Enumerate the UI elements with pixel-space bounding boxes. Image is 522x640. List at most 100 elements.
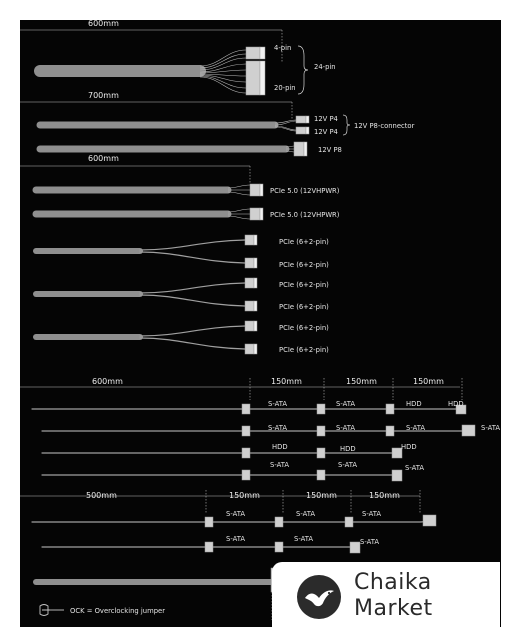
label-hdd: HDD (406, 400, 422, 408)
length-label: 600mm (88, 154, 119, 163)
connector-sata (274, 516, 284, 528)
brand-name-line2: Market (354, 596, 433, 621)
cable-wires (274, 119, 297, 132)
connector-12vhpwr (249, 207, 261, 221)
label-pcie62: PCIe (6+2-pin) (279, 261, 329, 269)
connector-sata (316, 469, 326, 481)
cable-split (139, 282, 246, 307)
cable-split (139, 325, 246, 350)
label-hdd: HDD (448, 400, 464, 408)
connector-sata (391, 469, 403, 482)
length-label: 150mm (271, 377, 302, 386)
label-4pin: 4-pin (274, 44, 291, 52)
label-sata: S-ATA (360, 538, 379, 546)
connector-face (253, 343, 258, 355)
connector-face (305, 126, 310, 135)
length-label: 150mm (346, 377, 377, 386)
label-20pin: 20-pin (274, 84, 296, 92)
label-sata: S-ATA (336, 424, 355, 432)
connector-face (305, 115, 310, 124)
length-label: 600mm (88, 20, 119, 28)
legend-ock: OCK = Overclocking jumper (39, 604, 165, 616)
label-pcie5: PCIe 5.0 (12VHPWR) (270, 211, 340, 219)
connector-sata (316, 403, 326, 415)
label-sata: S-ATA (296, 510, 315, 518)
label-pcie62: PCIe (6+2-pin) (279, 281, 329, 289)
jumper-icon (39, 604, 50, 616)
brace (297, 45, 309, 95)
label-pcie62: PCIe (6+2-pin) (279, 238, 329, 246)
label-p8: 12V P8 (318, 146, 342, 154)
legend-ock-label: OCK = Overclocking jumper (70, 607, 165, 615)
label-sata: S-ATA (268, 424, 287, 432)
connector-hdd (385, 403, 395, 415)
connector-sata (241, 403, 251, 415)
connector-face (259, 46, 266, 60)
label-sata: S-ATA (336, 400, 355, 408)
connector-sata (204, 541, 214, 553)
length-label: 150mm (369, 491, 400, 500)
connector-face (253, 300, 258, 312)
label-pcie62: PCIe (6+2-pin) (279, 346, 329, 354)
label-pcie62: PCIe (6+2-pin) (279, 303, 329, 311)
cable-split (139, 239, 246, 264)
connector-sata (241, 425, 251, 437)
connector-sata (274, 541, 284, 553)
brand-name-line1: Chaika (354, 570, 432, 595)
label-hdd: HDD (340, 445, 356, 453)
connector-pcie62 (244, 300, 255, 312)
connector-face (253, 320, 258, 332)
sata-group-2: 500mm 150mm 150mm 150mm S-ATA S-ATA S-AT… (20, 490, 437, 554)
label-sata: S-ATA (338, 461, 357, 469)
connector-face (259, 183, 264, 197)
label-sata: S-ATA (481, 424, 500, 432)
connector-sata (344, 516, 354, 528)
label-sata: S-ATA (268, 400, 287, 408)
connector-face (253, 234, 258, 246)
cpu-cables: 700mm 12V P4 12V P4 12V P8-connector 12V… (20, 91, 415, 157)
connector-p8 (293, 141, 305, 157)
brand-badge: Chaika Market (272, 562, 500, 630)
connector-hdd (316, 447, 326, 459)
label-sata: S-ATA (362, 510, 381, 518)
connector-face (253, 257, 258, 269)
label-sata: S-ATA (226, 535, 245, 543)
cable-wires (285, 145, 295, 153)
connector-face (259, 60, 266, 96)
connector-sata (385, 425, 395, 437)
main-24pin-cable: 600mm 4-pin 20-pin 24-pin (20, 20, 336, 96)
connector-hdd (241, 447, 251, 459)
pcie62-cables: PCIe (6+2-pin) PCIe (6+2-pin) PCIe (6+2-… (33, 234, 329, 355)
connector-sata (316, 425, 326, 437)
length-label: 150mm (229, 491, 260, 500)
cable-wires (227, 208, 251, 220)
label-p4: 12V P4 (314, 128, 338, 136)
connector-sata (204, 516, 214, 528)
label-sata: S-ATA (294, 535, 313, 543)
cable-wires (199, 49, 247, 94)
label-p4: 12V P4 (314, 115, 338, 123)
connector-pcie62 (244, 257, 255, 269)
brace (342, 114, 351, 136)
connector-face (259, 207, 264, 221)
diagram-panel: 600mm 4-pin 20-pin 24-pin 700mm 12V P4 1… (20, 20, 501, 627)
connector-12vhpwr (249, 183, 261, 197)
label-24pin: 24-pin (314, 63, 336, 71)
pcie5-cables: 600mm PCIe 5.0 (12VHPWR) PCIe 5.0 (12VHP… (20, 154, 340, 221)
cable (31, 519, 429, 523)
connector-sata (461, 424, 476, 437)
connector-hdd (455, 404, 467, 415)
psu-cable-diagram: 600mm 4-pin 20-pin 24-pin 700mm 12V P4 1… (20, 20, 500, 620)
connector-sata (422, 514, 437, 527)
connector-20pin (245, 60, 261, 96)
label-pcie5: PCIe 5.0 (12VHPWR) (270, 187, 340, 195)
length-label: 150mm (413, 377, 444, 386)
label-hdd: HDD (272, 443, 288, 451)
length-label: 700mm (88, 91, 119, 100)
sata-group-1: 600mm 150mm 150mm 150mm S-ATA S-ATA HDD … (20, 377, 500, 482)
length-label: 150mm (306, 491, 337, 500)
connector-pcie62 (244, 234, 255, 246)
connector-sata (241, 469, 251, 481)
connector-sata (349, 541, 361, 554)
connector-p4 (295, 115, 307, 124)
